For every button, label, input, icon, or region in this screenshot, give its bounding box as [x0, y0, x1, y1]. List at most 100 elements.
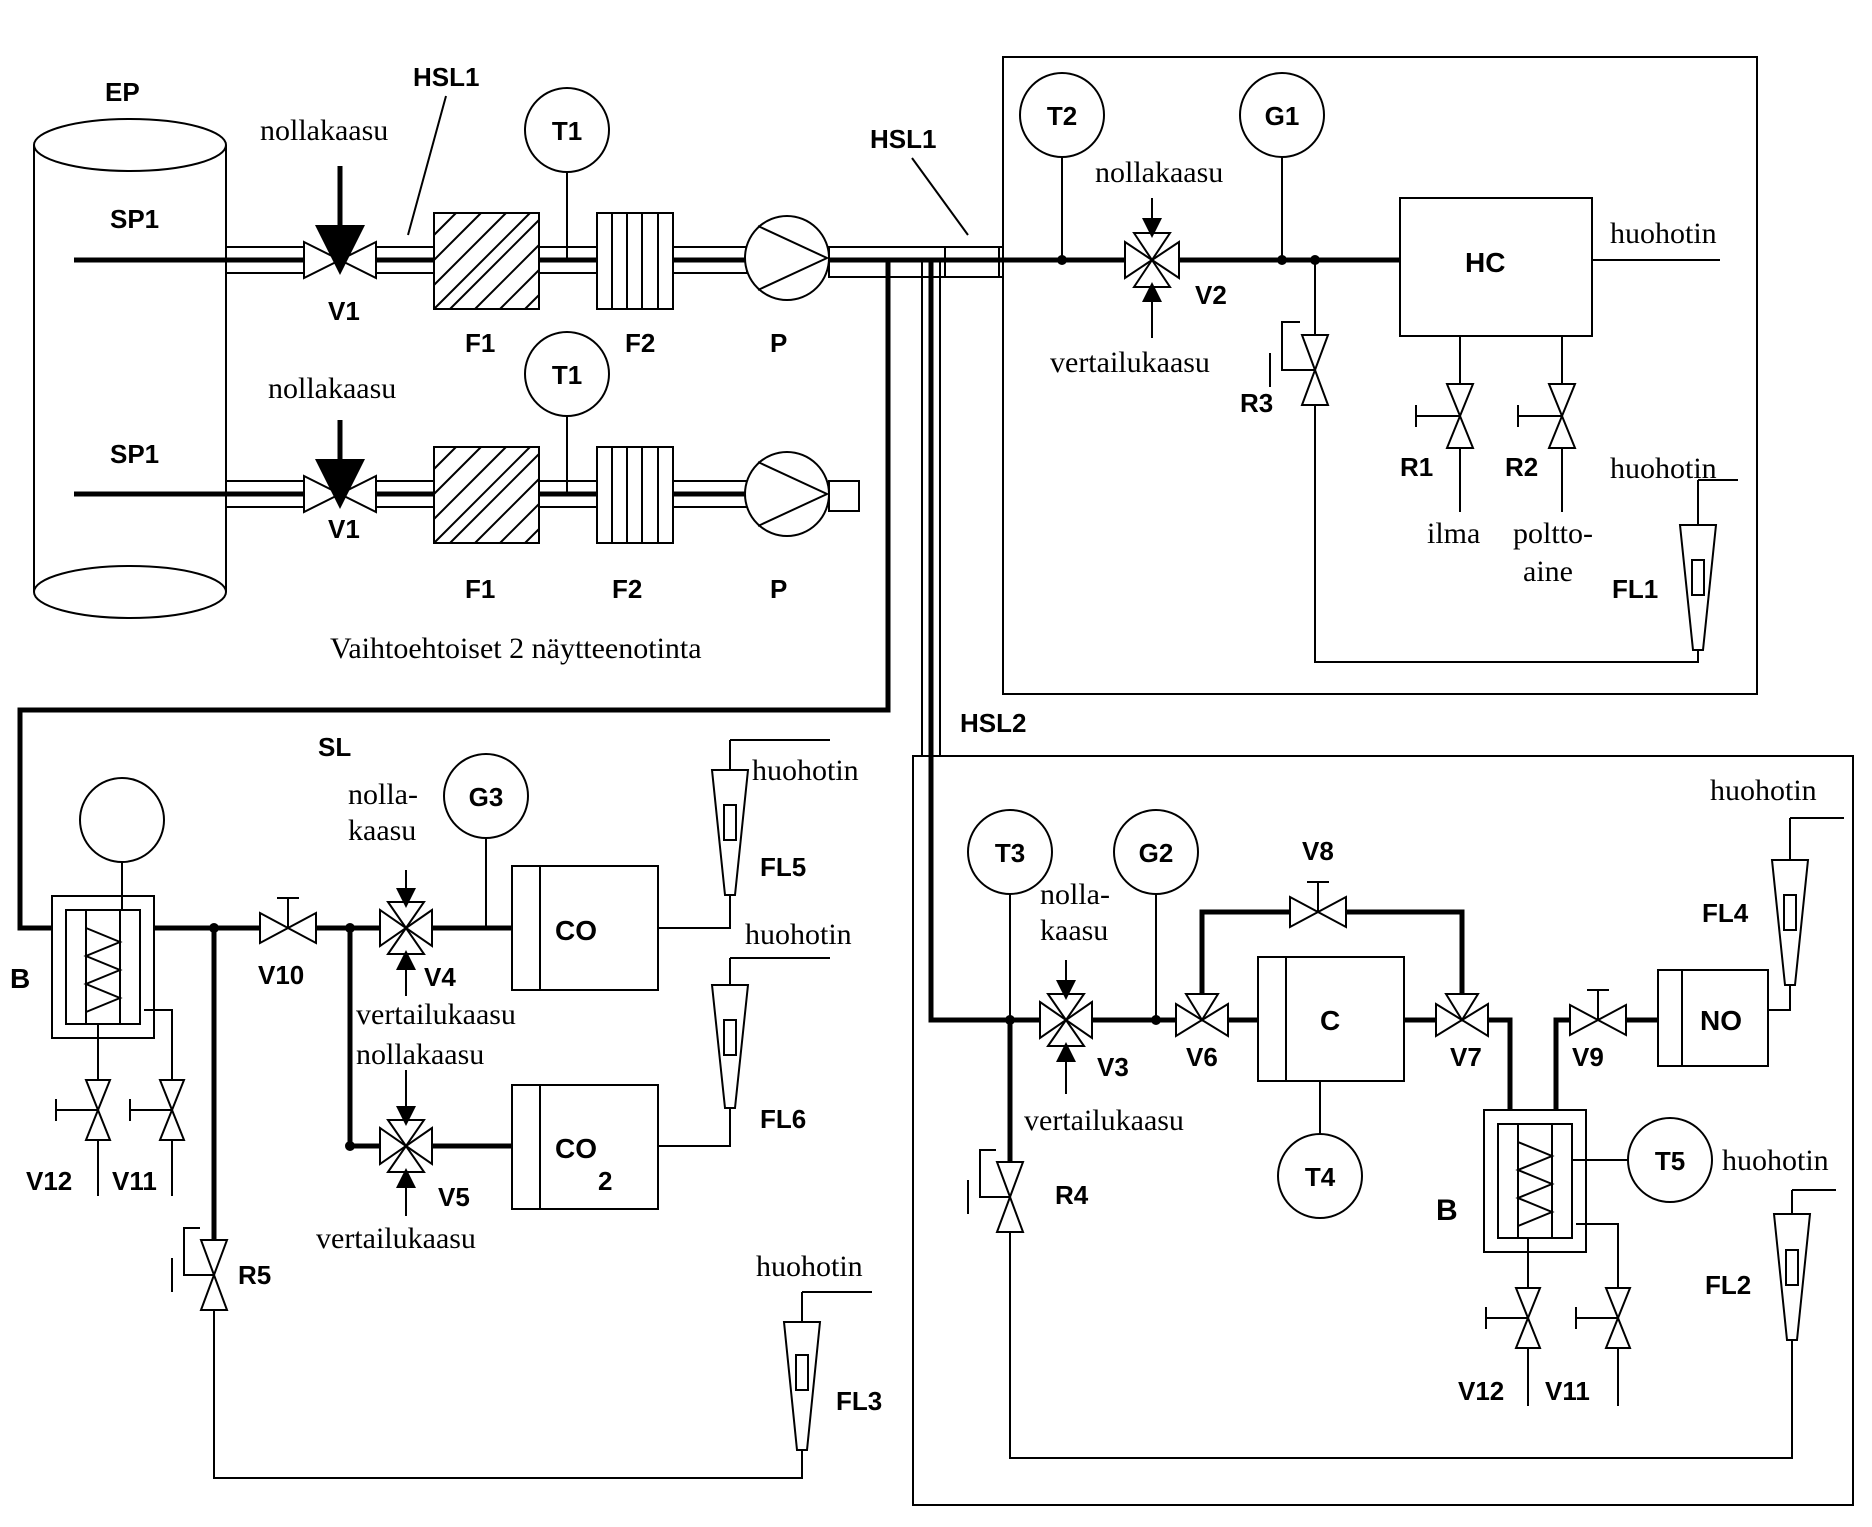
v7-valve[interactable]: [1435, 993, 1489, 1038]
fl2-flowmeter: [1772, 1189, 1836, 1341]
cooler-b-left: [51, 895, 155, 1039]
label-zero-gas-v3-2: kaasu: [1040, 914, 1108, 947]
v12-valve-left[interactable]: [55, 1079, 112, 1141]
fl5-flowmeter: [710, 739, 830, 896]
label-fuel-1: poltto-: [1513, 517, 1593, 550]
label-v12-left: V12: [26, 1166, 72, 1196]
label-f1-top: F1: [465, 328, 495, 358]
v4-valve[interactable]: [379, 901, 433, 955]
label-t1-top: T1: [552, 116, 582, 146]
v2-valve[interactable]: [1124, 232, 1180, 288]
r3-valve[interactable]: [1269, 321, 1330, 406]
f2-filter-bottom: [596, 446, 674, 544]
label-fl2: FL2: [1705, 1270, 1751, 1300]
hc-analyzer: [1399, 197, 1593, 337]
label-vent-hc: huohotin: [1610, 217, 1717, 250]
label-r5: R5: [238, 1260, 271, 1290]
label-v7: V7: [1450, 1042, 1482, 1072]
label-v8: V8: [1302, 836, 1334, 866]
t1-sensor-top: [524, 87, 610, 173]
t5-sensor: [1627, 1117, 1713, 1203]
label-fl4: FL4: [1702, 898, 1749, 928]
f1-filter-bottom: [433, 446, 540, 544]
v10-valve[interactable]: [259, 897, 317, 945]
label-p-top: P: [770, 328, 787, 358]
no-analyzer: [1657, 969, 1769, 1067]
label-g1: G1: [1265, 101, 1300, 131]
fl1-flowmeter: [1678, 479, 1738, 651]
f2-filter-top: [596, 212, 674, 310]
label-g2: G2: [1139, 838, 1174, 868]
label-zero-gas-v1-top: nollakaasu: [260, 114, 388, 147]
label-vent-fl4: huohotin: [1710, 774, 1817, 807]
label-zero-gas-v1-bottom: nollakaasu: [268, 372, 396, 405]
label-hc: HC: [1465, 247, 1505, 278]
label-f2-bottom: F2: [612, 574, 642, 604]
pump-top: [744, 215, 830, 301]
pump-bottom: [744, 451, 830, 537]
v11-valve-right[interactable]: [1575, 1287, 1632, 1349]
label-fl5: FL5: [760, 852, 806, 882]
label-t1-bottom: T1: [552, 360, 582, 390]
label-r1: R1: [1400, 452, 1433, 482]
v3-valve[interactable]: [1039, 993, 1093, 1047]
t4-sensor: [1277, 1133, 1363, 1219]
t3-sensor: [967, 809, 1053, 895]
label-vent-fl2: huohotin: [1722, 1144, 1829, 1177]
r4-valve[interactable]: [967, 1149, 1025, 1233]
label-g3: G3: [469, 782, 504, 812]
label-t3: T3: [995, 838, 1025, 868]
label-sl: SL: [318, 732, 351, 762]
t2-sensor: [1019, 72, 1105, 158]
label-hsl1-top: HSL1: [413, 62, 479, 92]
v8-valve[interactable]: [1289, 881, 1347, 929]
label-v12-right: V12: [1458, 1376, 1504, 1406]
label-fuel-2: aine: [1523, 555, 1573, 588]
fl6-flowmeter: [710, 957, 830, 1109]
label-fl1: FL1: [1612, 574, 1658, 604]
label-v11-left: V11: [112, 1166, 157, 1196]
label-c: C: [1320, 1005, 1340, 1036]
cooler-temp-sensor-left: [79, 777, 165, 863]
label-t4: T4: [1305, 1162, 1336, 1192]
label-span-gas-v2: vertailukaasu: [1050, 346, 1210, 379]
label-v9: V9: [1572, 1042, 1604, 1072]
label-zero-gas-v3-1: nolla-: [1040, 878, 1110, 911]
label-v11-right: V11: [1545, 1376, 1590, 1406]
r1-valve[interactable]: [1415, 383, 1475, 449]
label-vent-fl3: huohotin: [756, 1250, 863, 1283]
v9-valve[interactable]: [1569, 989, 1627, 1037]
label-zero-gas-v4-1: nolla-: [348, 778, 418, 811]
label-v6: V6: [1186, 1042, 1218, 1072]
v11-valve-left[interactable]: [129, 1079, 186, 1141]
label-zero-gas-v4-2: kaasu: [348, 814, 416, 847]
g3-gauge: [443, 753, 529, 839]
label-b-right: B: [1436, 1194, 1458, 1227]
label-v10: V10: [258, 960, 304, 990]
label-co: CO: [555, 915, 597, 946]
label-span-gas-v5: vertailukaasu: [316, 1222, 476, 1255]
label-v4: V4: [424, 962, 456, 992]
label-v1-top: V1: [328, 296, 360, 326]
label-f2-top: F2: [625, 328, 655, 358]
label-vent-fl6: huohotin: [745, 918, 852, 951]
label-p-bottom: P: [770, 574, 787, 604]
label-r2: R2: [1505, 452, 1538, 482]
v5-valve[interactable]: [379, 1119, 433, 1173]
label-co2-main: CO: [555, 1133, 597, 1164]
v12-valve-right[interactable]: [1485, 1287, 1542, 1349]
label-span-gas-v4: vertailukaasu: [356, 998, 516, 1031]
r5-valve[interactable]: [171, 1227, 229, 1311]
label-sp1-top: SP1: [110, 204, 159, 234]
v6-valve[interactable]: [1175, 993, 1229, 1038]
label-span-gas-v3: vertailukaasu: [1024, 1104, 1184, 1137]
label-v3: V3: [1097, 1052, 1129, 1082]
label-hsl2: HSL2: [960, 708, 1026, 738]
f1-filter-top: [433, 212, 540, 310]
label-air: ilma: [1427, 517, 1480, 550]
r2-valve[interactable]: [1517, 383, 1577, 449]
cooler-b-right: [1483, 1109, 1587, 1253]
label-hsl1-right: HSL1: [870, 124, 936, 154]
label-ep: EP: [105, 77, 140, 107]
label-r3: R3: [1240, 388, 1273, 418]
